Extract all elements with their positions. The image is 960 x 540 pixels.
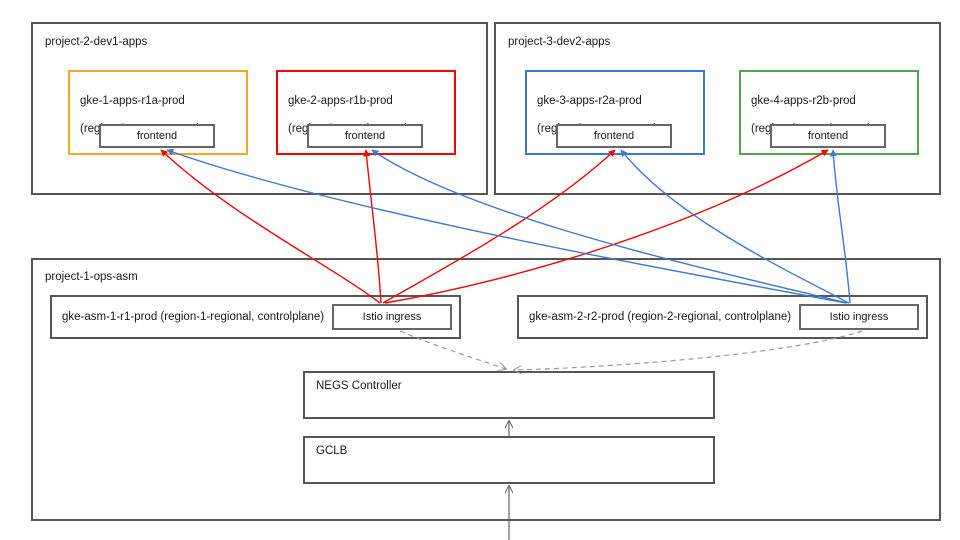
workload-gke-2-frontend[interactable]: frontend	[307, 124, 423, 148]
gclb-label: GCLB	[316, 445, 348, 457]
istio-ingress-2[interactable]: Istio ingress	[799, 304, 919, 330]
workload-gke-3-frontend[interactable]: frontend	[556, 124, 672, 148]
project-label-dev2: project-3-dev2-apps	[508, 36, 611, 48]
workload-gke-1-frontend[interactable]: frontend	[99, 124, 215, 148]
cluster-name-gke-2: gke-2-apps-r1b-prod	[288, 95, 393, 107]
gclb-box[interactable]	[303, 436, 715, 484]
istio-ingress-1[interactable]: Istio ingress	[332, 304, 452, 330]
cluster-box-gke-4[interactable]	[739, 70, 919, 155]
workload-gke-4-frontend[interactable]: frontend	[770, 124, 886, 148]
negs-controller-label: NEGS Controller	[316, 380, 402, 392]
cluster-name-gke-3: gke-3-apps-r2a-prod	[537, 95, 642, 107]
project-label-ops: project-1-ops-asm	[45, 271, 138, 283]
asm-cluster-label-1: gke-asm-1-r1-prod (region-1-regional, co…	[62, 311, 325, 323]
cluster-name-gke-1: gke-1-apps-r1a-prod	[80, 95, 185, 107]
negs-controller-box[interactable]	[303, 371, 715, 419]
project-label-dev1: project-2-dev1-apps	[45, 36, 148, 48]
cluster-name-gke-4: gke-4-apps-r2b-prod	[751, 95, 856, 107]
asm-cluster-label-2: gke-asm-2-r2-prod (region-2-regional, co…	[529, 311, 792, 323]
